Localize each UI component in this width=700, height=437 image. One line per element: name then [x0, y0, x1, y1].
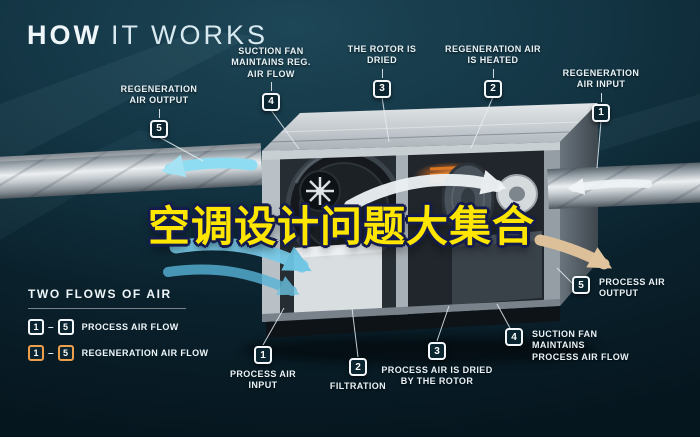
lower-right-panel	[452, 231, 542, 305]
filter-box	[294, 242, 382, 317]
machine-base	[266, 306, 560, 338]
legend-row-label: PROCESS AIR FLOW	[81, 322, 179, 332]
callout-number-badge: 3	[373, 79, 391, 98]
legend-row-regeneration: 1 – 5 REGENERATION AIR FLOW	[28, 345, 208, 361]
callout-label: FILTRATION	[329, 381, 387, 391]
callout-number-badge: 1	[592, 103, 610, 122]
callout-connectors	[158, 96, 602, 358]
callout-label: PROCESS AIR IS DRIED BY THE ROTOR	[381, 365, 493, 387]
regen-input-arrow	[567, 178, 652, 195]
callout-number-badge: 2	[349, 358, 367, 376]
legend-badge-to: 5	[57, 319, 74, 335]
callout-number-badge: 5	[572, 276, 590, 294]
callout-label: REGENERATION AIR INPUT	[562, 68, 640, 90]
callout-process-air-input: 1 PROCESS AIR INPUT	[228, 346, 298, 392]
callout-label: REGENERATION AIR OUTPUT	[120, 84, 198, 106]
process-input-arrow-1	[169, 237, 312, 273]
legend-row-label: REGENERATION AIR FLOW	[81, 348, 209, 358]
suction-fan-housing	[496, 174, 538, 214]
callout-regeneration-air-heated: REGENERATION AIR IS HEATED 2	[444, 44, 542, 98]
callout-process-air-output: 5 PROCESS AIR OUTPUT	[572, 276, 673, 300]
process-input-arrow-2	[163, 264, 300, 296]
duct-left	[0, 143, 263, 200]
legend-heading: TWO FLOWS OF AIR	[28, 287, 172, 301]
callout-suction-fan-reg: SUCTION FAN MAINTAINS REG. AIR FLOW 4	[228, 46, 314, 111]
callout-label: PROCESS AIR OUTPUT	[599, 277, 666, 299]
legend-badge-from: 1	[28, 319, 44, 335]
fan-icon	[299, 170, 341, 212]
flow-arrows	[160, 154, 652, 296]
callout-stem	[600, 92, 602, 102]
callout-regeneration-air-input: REGENERATION AIR INPUT 1	[560, 68, 642, 122]
callout-number-badge: 2	[484, 79, 502, 98]
callout-number-badge: 4	[505, 328, 523, 346]
title-bold: HOW	[27, 20, 102, 50]
callout-label: SUCTION FAN MAINTAINS PROCESS AIR FLOW	[532, 329, 630, 362]
callout-stem	[381, 68, 383, 78]
callout-number-badge: 3	[428, 342, 446, 360]
callout-filtration: 2 FILTRATION	[323, 358, 393, 392]
callout-label: REGENERATION AIR IS HEATED	[445, 44, 541, 66]
regen-output-arrow	[160, 154, 258, 178]
callout-regeneration-air-output: REGENERATION AIR OUTPUT 5	[116, 84, 202, 138]
legend-row-process: 1 – 5 PROCESS AIR FLOW	[28, 319, 208, 335]
watermark-text: 空调设计问题大集合	[148, 203, 536, 250]
legend-badge-to: 5	[57, 345, 74, 361]
page-title: HOW IT WORKS	[27, 20, 268, 51]
callout-label: SUCTION FAN MAINTAINS REG. AIR FLOW	[231, 46, 311, 79]
callout-number-badge: 5	[150, 119, 168, 138]
callout-number-badge: 1	[254, 346, 272, 364]
callout-stem	[270, 81, 272, 91]
callout-stem	[158, 108, 160, 118]
callout-number-badge: 4	[262, 92, 280, 111]
title-light: IT WORKS	[110, 20, 268, 50]
callout-label: PROCESS AIR INPUT	[229, 369, 297, 391]
legend-range-dash: –	[48, 347, 54, 359]
internal-flow-arrow	[344, 170, 507, 212]
legend-range-dash: –	[48, 321, 54, 333]
legend-divider	[28, 308, 186, 309]
legend: TWO FLOWS OF AIR 1 – 5 PROCESS AIR FLOW …	[28, 287, 208, 361]
callout-rotor-is-dried: THE ROTOR IS DRIED 3	[346, 44, 418, 98]
callout-suction-fan-process: 4 SUCTION FAN MAINTAINS PROCESS AIR FLOW	[505, 328, 630, 363]
legend-badge-from: 1	[28, 345, 44, 361]
callout-stem	[492, 68, 494, 78]
callout-process-air-dried: 3 PROCESS AIR IS DRIED BY THE ROTOR	[378, 342, 496, 388]
process-output-arrow	[534, 234, 613, 270]
callout-label: THE ROTOR IS DRIED	[347, 44, 417, 66]
